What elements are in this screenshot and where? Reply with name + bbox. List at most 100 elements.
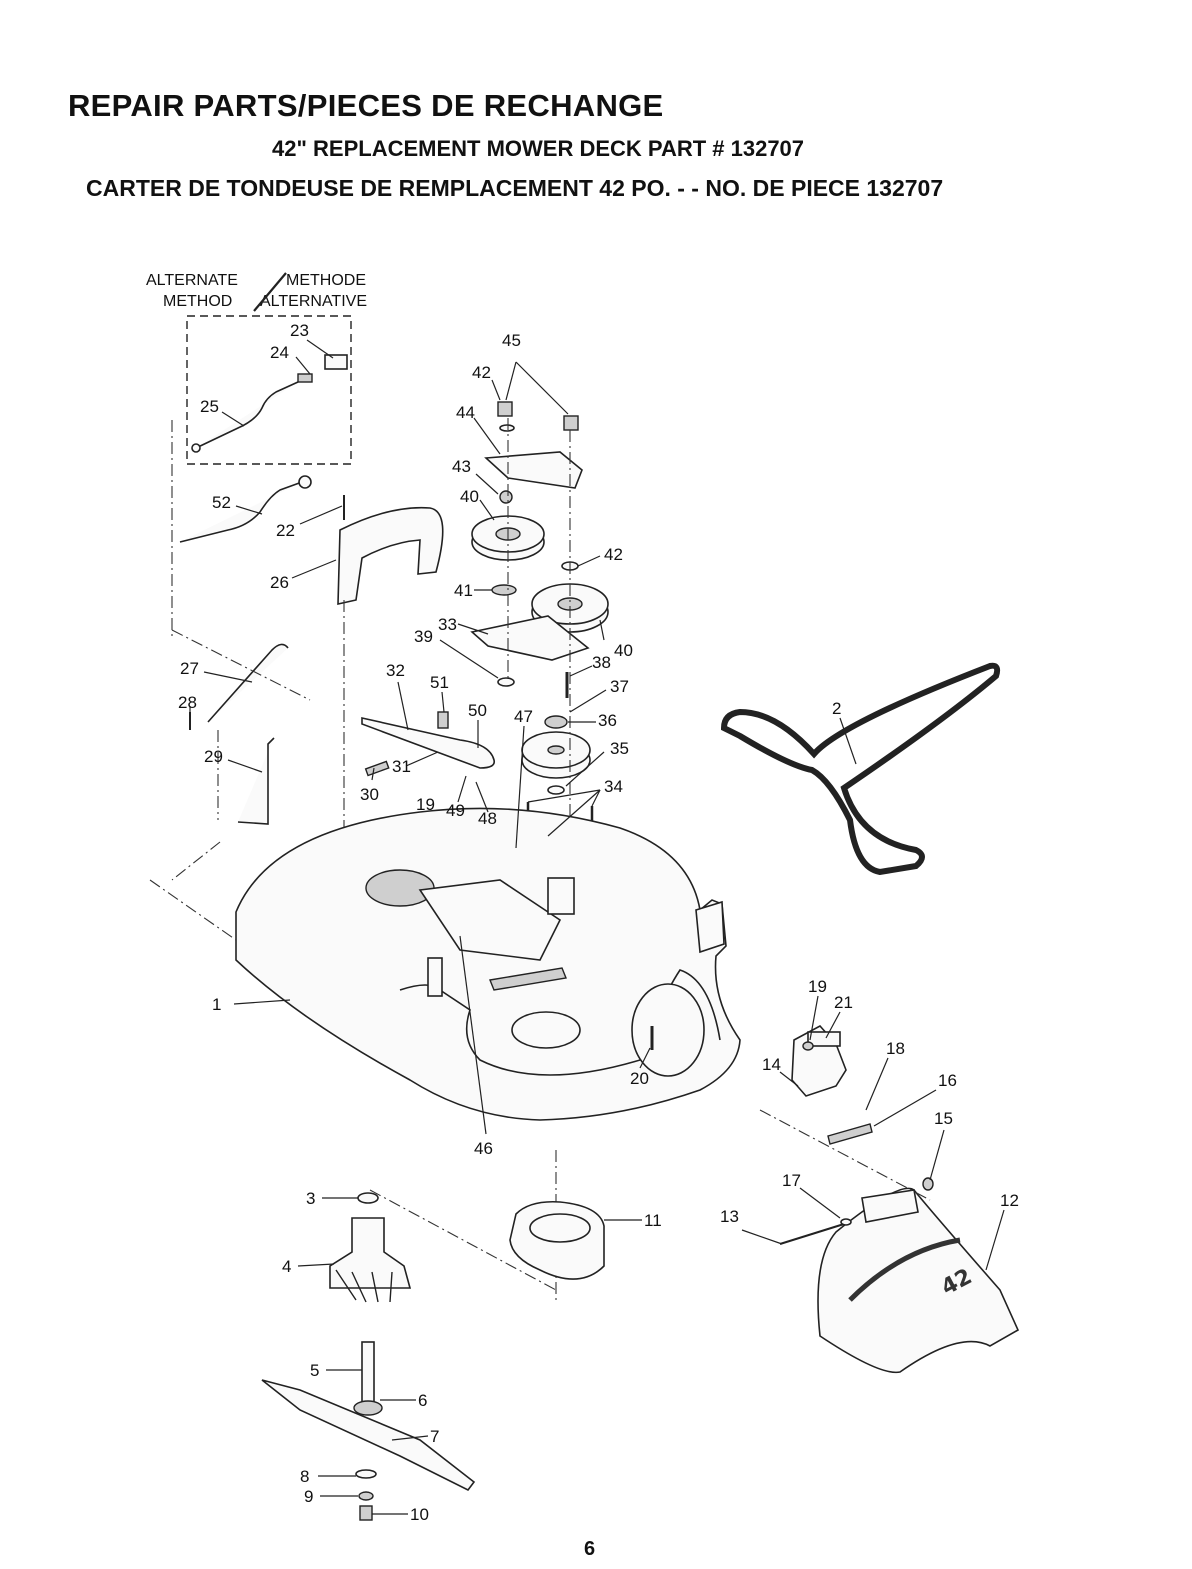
callout-1: 1	[212, 995, 221, 1014]
callout-6: 6	[418, 1391, 427, 1410]
alternate-method-box	[186, 315, 352, 465]
deck-pulley-left	[365, 869, 435, 907]
bolt-51	[437, 711, 449, 729]
leader-42-top	[491, 379, 501, 401]
washer-39	[497, 677, 515, 687]
callout-34: 34	[604, 777, 623, 796]
leader-16	[873, 1089, 937, 1127]
callout-46: 46	[474, 1139, 493, 1158]
lift-link-27	[207, 643, 289, 723]
deck-bracket	[547, 877, 575, 915]
leader-49	[457, 775, 467, 803]
washer-35	[547, 785, 565, 795]
centerline-chute	[759, 1109, 931, 1201]
page-title: REPAIR PARTS/PIECES DE RECHANGE	[68, 88, 664, 123]
page-subtitle-english: 42" REPLACEMENT MOWER DECK PART # 132707	[272, 136, 805, 161]
alternate-method-inset: ALTERNATE METHODE METHOD ALTERNATIVE	[146, 272, 367, 465]
callout-7: 7	[430, 1427, 439, 1446]
leader-23	[306, 339, 334, 359]
alternate-label-left-1: ALTERNATE	[146, 272, 238, 289]
washer-42-top	[499, 424, 515, 432]
deck-idler-bracket	[418, 879, 562, 961]
leader-31	[405, 751, 439, 767]
spring-16	[827, 1123, 873, 1145]
page-number: 6	[584, 1538, 596, 1560]
leader-47	[515, 725, 525, 849]
idler-bracket-44	[484, 451, 583, 489]
leader-42-right	[577, 555, 601, 567]
spindle-housing-4	[329, 1217, 412, 1289]
leader-19-right	[809, 995, 819, 1041]
washer-8	[355, 1469, 377, 1479]
spindle-shaft-5	[361, 1341, 375, 1407]
callout-48: 48	[478, 809, 497, 828]
rod-end-circle	[191, 443, 201, 453]
leader-51	[441, 691, 445, 713]
discharge-chute-12	[817, 1187, 1020, 1374]
callout-22: 22	[276, 521, 295, 540]
leader-33	[457, 623, 489, 635]
callout-8: 8	[300, 1467, 309, 1486]
callout-19-left: 19	[416, 795, 435, 814]
callout-43: 43	[452, 457, 471, 476]
callout-50: 50	[468, 701, 487, 720]
nut-15	[922, 1177, 934, 1191]
centerline-spindle	[369, 1189, 557, 1291]
callout-30: 30	[360, 785, 379, 804]
rod-52-end	[298, 475, 312, 489]
chute-stripe	[848, 1237, 961, 1302]
centerline-deck-left	[149, 879, 237, 941]
callout-25: 25	[200, 397, 219, 416]
leader-45-b	[515, 361, 569, 415]
callout-49: 49	[446, 801, 465, 820]
leader-40-lower	[599, 619, 605, 641]
bearing-43	[499, 490, 513, 504]
chute-hinge	[861, 1189, 919, 1223]
spring-on-deck	[489, 967, 567, 991]
lift-rod-52	[179, 481, 303, 543]
callout-33: 33	[438, 615, 457, 634]
leader-27	[203, 671, 253, 683]
callout-5: 5	[310, 1361, 319, 1380]
callout-41: 41	[454, 581, 473, 600]
callout-44: 44	[456, 403, 475, 422]
bearing-6	[353, 1400, 383, 1416]
alternate-label-right-1: METHODE	[286, 272, 366, 289]
page-header: REPAIR PARTS/PIECES DE RECHANGE 42" REPL…	[0, 0, 1192, 220]
callout-52: 52	[212, 493, 231, 512]
callout-16: 16	[938, 1071, 957, 1090]
alternate-divider-slash	[253, 272, 287, 312]
callout-4: 4	[282, 1257, 291, 1276]
leader-24	[295, 356, 311, 375]
baffle-11-opening	[529, 1213, 591, 1243]
bracket-21	[807, 1031, 841, 1047]
leader-7	[391, 1435, 429, 1441]
callout-27: 27	[180, 659, 199, 678]
callout-19-right: 19	[808, 977, 827, 996]
leader-52	[235, 505, 263, 515]
callout-40-lower: 40	[614, 641, 633, 660]
washer-9	[358, 1491, 374, 1501]
centerline-deck-left-2	[171, 841, 221, 881]
callout-26: 26	[270, 573, 289, 592]
discharge-opening	[631, 983, 705, 1077]
link-29	[237, 737, 275, 825]
callout-36: 36	[598, 711, 617, 730]
leader-44	[473, 417, 501, 455]
leader-17	[799, 1187, 841, 1219]
bearing-37	[544, 715, 568, 729]
leader-13	[741, 1229, 783, 1245]
leader-39	[439, 639, 499, 679]
callout-29: 29	[204, 747, 223, 766]
leader-34-b	[591, 789, 601, 807]
callout-9: 9	[304, 1487, 313, 1506]
leader-15	[929, 1129, 945, 1181]
nut-19-right	[802, 1041, 814, 1051]
callout-38: 38	[592, 653, 611, 672]
washer-17	[840, 1218, 852, 1226]
leader-25	[221, 411, 245, 427]
leader-2	[839, 717, 857, 765]
callout-51: 51	[430, 673, 449, 692]
